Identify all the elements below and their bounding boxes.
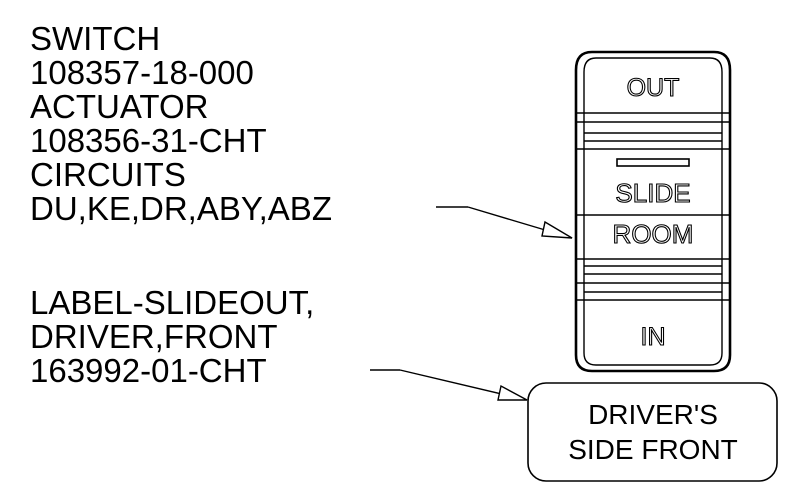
callout-line-circuit-codes: DU,KE,DR,ABY,ABZ xyxy=(30,190,332,227)
bottom-ridges xyxy=(577,258,729,301)
tag-line-1: DRIVER'S xyxy=(588,399,718,430)
callout-line-switch: SWITCH xyxy=(30,20,161,57)
switch-label-out: OUT xyxy=(627,74,680,102)
callout-line-circuits: CIRCUITS xyxy=(30,156,186,193)
callout-line-label-desc: DRIVER,FRONT xyxy=(30,318,278,355)
switch-label-slide: SLIDE xyxy=(615,178,690,208)
callout-line-actuator-part: 108356-31-CHT xyxy=(30,122,267,159)
leader-line-label xyxy=(370,369,528,401)
callout-line-actuator: ACTUATOR xyxy=(30,88,209,125)
driver-side-tag xyxy=(527,382,778,482)
tag-line-2: SIDE FRONT xyxy=(568,434,738,465)
indicator-slot xyxy=(616,158,690,167)
switch-label-room: ROOM xyxy=(613,219,694,249)
top-ridges xyxy=(577,112,729,150)
leader-line-switch xyxy=(436,206,573,239)
switch-label-in: IN xyxy=(641,323,666,351)
callout-line-label-name: LABEL-SLIDEOUT, xyxy=(30,284,315,321)
rocker-switch xyxy=(574,50,732,373)
callout-line-switch-part: 108357-18-000 xyxy=(30,54,254,91)
callout-line-label-part: 163992-01-CHT xyxy=(30,352,267,389)
